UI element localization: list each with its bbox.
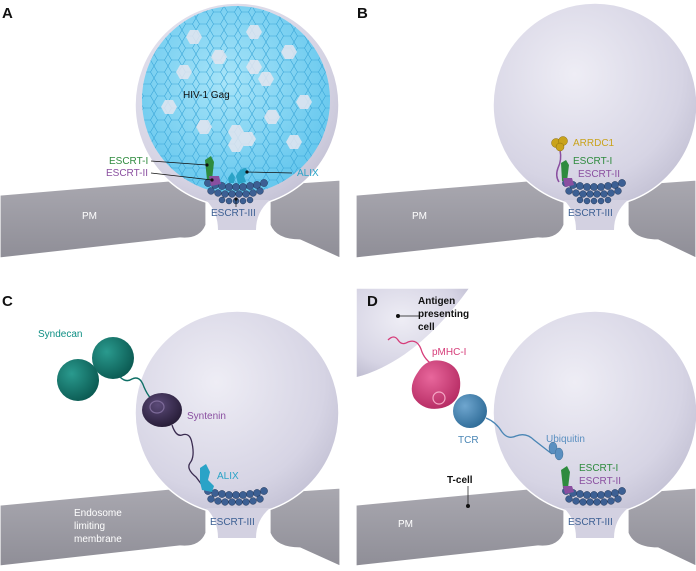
panel-d-escrt2-complex xyxy=(563,486,574,494)
panel-b-escrt1-label: ESCRT-I xyxy=(573,156,612,167)
panel-d-ubiquitin-chain xyxy=(548,441,564,461)
panel-d-pmhc-label: pMHC-I xyxy=(432,347,466,358)
panel-d-tcr-tail xyxy=(485,417,553,455)
panel-c-syndecan-domain-1 xyxy=(92,337,134,379)
panel-b-plasma-membrane xyxy=(355,179,565,259)
panel-c-endosome-label-2: limiting xyxy=(74,521,105,532)
panel-c-endosome-label-3: membrane xyxy=(74,534,122,545)
panel-c-syntenin xyxy=(142,393,182,427)
panel-a-escrt1-leader xyxy=(150,160,208,166)
panel-a-alix-protein xyxy=(236,168,248,184)
panel-b-pm-label: PM xyxy=(412,211,427,222)
panel-d-letter: D xyxy=(367,293,378,310)
panel-a-escrt3-spiral xyxy=(204,179,268,205)
panel-d-ubiquitin-label: Ubiquitin xyxy=(546,434,585,445)
panel-c-syntenin-tail xyxy=(171,424,203,486)
panel-b-vesicle-neck xyxy=(564,200,628,230)
panel-b-arrdc1-tether xyxy=(555,149,562,183)
panel-d-pmhc-peptide-groove xyxy=(432,391,446,405)
panel-c-endosome-label-1: Endosome xyxy=(74,508,122,519)
panel-a-alix-leader-dot xyxy=(245,170,249,174)
panel-d: D Antigen presenting cell pMHC-I xyxy=(355,287,696,567)
panel-b-letter: B xyxy=(357,5,368,22)
panel-a-escrt3-leader-dot xyxy=(234,197,238,201)
panel-c-alix-label: ALIX xyxy=(217,471,239,482)
panel-d-apc-label-2: presenting xyxy=(418,309,469,320)
panel-d-tcr xyxy=(453,394,487,428)
panel-a-escrt1-label: ESCRT-I xyxy=(109,156,148,167)
panel-b-escrt2-complex xyxy=(563,178,574,187)
panel-d-vesicle-neck xyxy=(564,508,628,538)
panel-b-arrdc1-protein xyxy=(551,136,568,152)
panel-d-pm-label: PM xyxy=(398,519,413,530)
panel-c-alix-protein xyxy=(200,464,214,492)
panel-b-escrt1-complex xyxy=(561,160,569,181)
panel-a-escrt2-label: ESCRT-II xyxy=(106,168,148,179)
panel-d-escrt2-label: ESCRT-II xyxy=(579,476,621,487)
panel-d-escrt1-complex xyxy=(561,466,570,488)
panel-d-apc-label-1: Antigen xyxy=(418,296,455,307)
panel-a-pm-label: PM xyxy=(82,211,97,222)
panel-d-tcr-label: TCR xyxy=(458,435,479,446)
panel-d-tcell-label: T-cell xyxy=(447,475,473,486)
panel-a: A xyxy=(0,2,341,259)
panel-d-antigen-presenting-cell xyxy=(355,287,472,379)
panel-a-alix-label: ALIX xyxy=(297,168,319,179)
panel-a-escrt2-leader xyxy=(150,172,213,181)
panel-c-escrt3-spiral xyxy=(204,487,268,506)
panel-d-plasma-membrane xyxy=(355,487,565,567)
panel-d-pmhc-tether xyxy=(387,336,439,369)
panel-c-letter: C xyxy=(2,293,13,310)
panel-d-escrt3-label: ESCRT-III xyxy=(568,517,613,528)
panel-a-escrt2-leader-dot xyxy=(210,178,214,182)
panel-a-letter: A xyxy=(2,5,13,22)
panel-c-syntenin-pdz xyxy=(149,400,165,414)
panel-b-escrt2-label: ESCRT-II xyxy=(578,169,620,180)
panel-c-syntenin-label: Syntenin xyxy=(187,411,226,422)
panel-b-escrt3-label: ESCRT-III xyxy=(568,208,613,219)
panel-a-vesicle-neck xyxy=(206,200,270,230)
panel-c-syndecan-label: Syndecan xyxy=(38,329,82,340)
panel-d-tcell-leader-dot xyxy=(466,504,470,508)
panel-a-alix-protein-2 xyxy=(228,172,235,183)
panel-d-apc-label-3: cell xyxy=(418,322,435,333)
panel-a-alix-leader xyxy=(246,171,293,174)
panel-d-pmhc-molecule xyxy=(411,360,461,409)
panel-a-plasma-membrane xyxy=(0,179,207,259)
panel-a-escrt1-leader-dot xyxy=(205,163,209,167)
panel-c-vesicle-neck xyxy=(206,508,270,538)
panel-a-gag-gaps xyxy=(161,25,312,152)
panel-a-gag-label: HIV-1 Gag xyxy=(183,90,230,101)
panel-d-escrt1-label: ESCRT-I xyxy=(579,463,618,474)
panel-c-escrt3-label: ESCRT-III xyxy=(210,517,255,528)
panel-b-escrt3-spiral xyxy=(562,179,626,205)
panel-b: B ARRDC1 ESCRT-I ESCRT-II ESCRT-III PM xyxy=(355,2,696,259)
panel-c-syndecan-domain-2 xyxy=(57,359,99,401)
panel-b-arrdc1-label: ARRDC1 xyxy=(573,138,615,149)
panel-c: C Syndecan Syntenin ALIX ESCRT-III Endos… xyxy=(0,293,341,567)
panel-d-apc-leader-dot xyxy=(396,314,400,318)
panel-a-escrt1-complex xyxy=(205,156,214,180)
panel-a-escrt3-label: ESCRT-III xyxy=(211,208,256,219)
